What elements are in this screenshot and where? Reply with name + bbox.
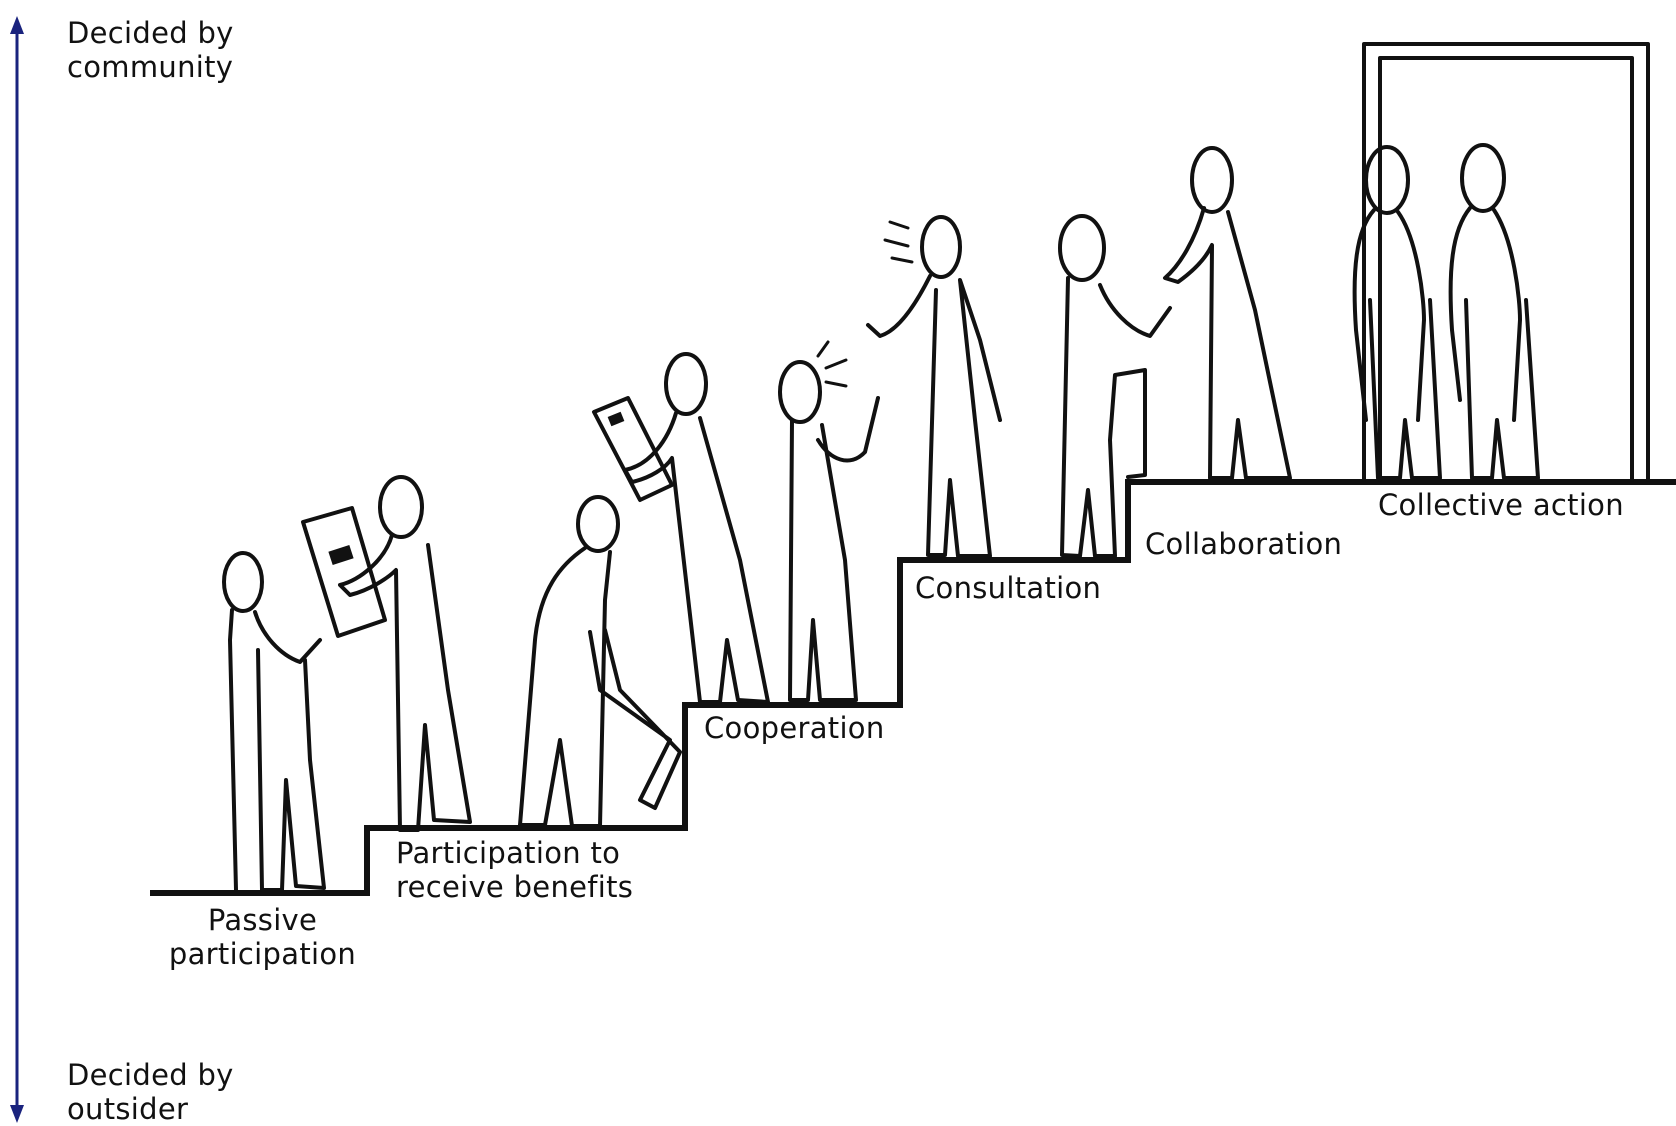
arrow-up-icon <box>10 16 24 34</box>
step-label-consultation: Consultation <box>915 571 1102 605</box>
document-icon <box>301 506 387 638</box>
speech-marks-icon <box>883 220 914 264</box>
step-label-collective-action: Collective action <box>1378 488 1624 522</box>
step-label-passive-participation: Passive participation <box>168 903 357 971</box>
step-label-participation-benefits: Participation to receive benefits <box>396 836 634 904</box>
axis-bottom-label: Decided by outsider <box>67 1058 234 1126</box>
figure-consultation-right <box>1163 146 1292 480</box>
arrow-down-icon <box>10 1105 24 1123</box>
figure-benefits-giver <box>623 352 770 704</box>
figure-consultation-left <box>1058 214 1172 558</box>
axis-top-label: Decided by community <box>67 16 234 84</box>
figure-bent-elder <box>518 495 620 828</box>
figure-collective-left <box>1352 145 1442 480</box>
speech-marks-icon <box>816 340 848 388</box>
walking-frame <box>588 628 682 810</box>
step-label-collaboration: Collaboration <box>1145 527 1343 561</box>
figure-cooperation-gesturer <box>866 215 1002 558</box>
figure-collective-right <box>1448 143 1540 480</box>
figure-passive-giver <box>338 475 472 832</box>
step-label-cooperation: Cooperation <box>704 711 885 745</box>
figure-cooperation-speaker <box>778 360 880 702</box>
doorway-frame <box>1362 42 1650 482</box>
vertical-axis-arrow <box>10 16 24 1123</box>
figure-passive-receiver <box>222 551 326 892</box>
document-icon <box>592 396 674 502</box>
staircase <box>150 479 1676 896</box>
